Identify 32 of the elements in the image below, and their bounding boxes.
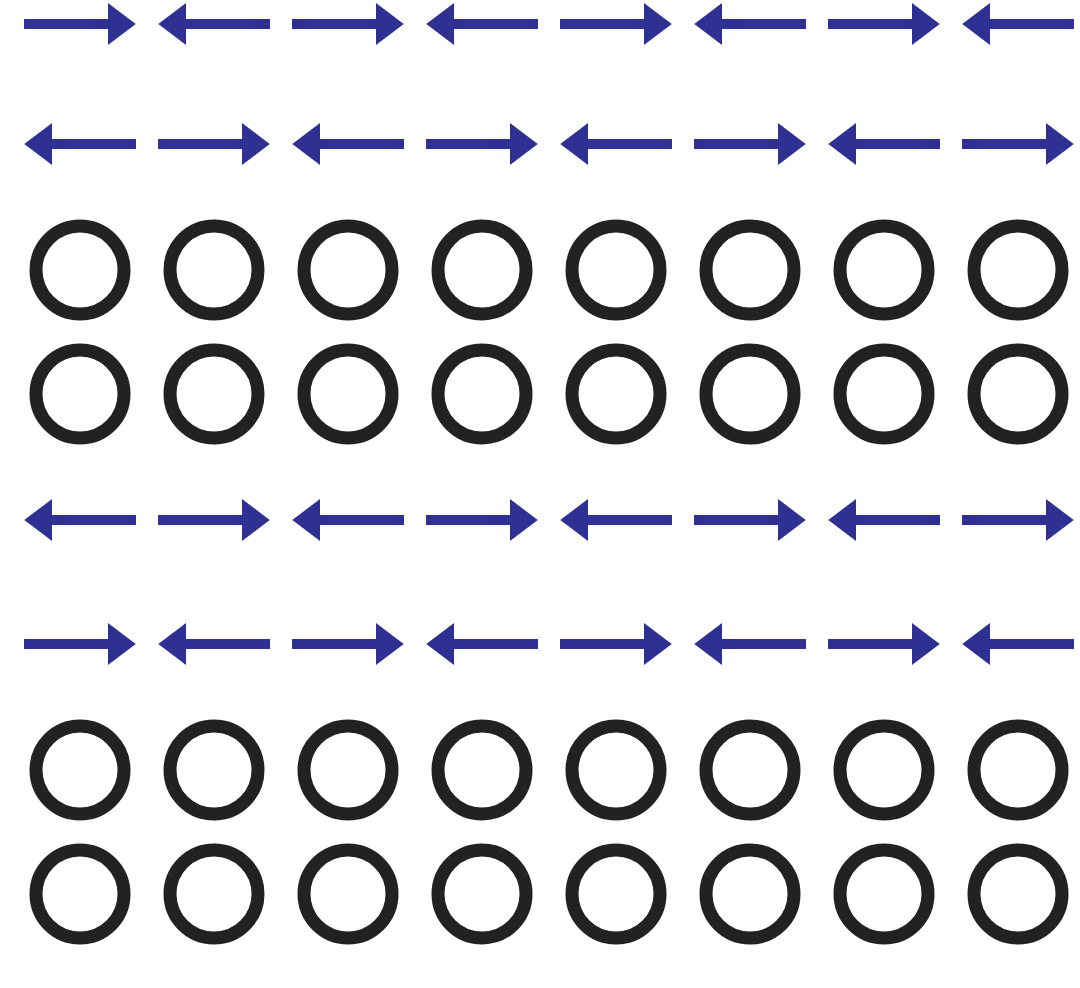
ring xyxy=(833,219,935,321)
ring xyxy=(431,719,533,821)
ring xyxy=(163,343,265,445)
ring xyxy=(565,843,667,945)
ring xyxy=(163,219,265,321)
ring xyxy=(967,219,1069,321)
ring xyxy=(29,343,131,445)
ring xyxy=(833,719,935,821)
ring xyxy=(431,843,533,945)
ring xyxy=(297,843,399,945)
ring xyxy=(699,219,801,321)
ring xyxy=(699,719,801,821)
ring xyxy=(833,343,935,445)
ring xyxy=(565,343,667,445)
ring xyxy=(431,219,533,321)
ring xyxy=(565,719,667,821)
ring xyxy=(967,343,1069,445)
ring xyxy=(699,343,801,445)
ring xyxy=(163,843,265,945)
ring xyxy=(29,219,131,321)
ring xyxy=(297,719,399,821)
ring xyxy=(29,843,131,945)
ring xyxy=(297,219,399,321)
ring xyxy=(699,843,801,945)
ring xyxy=(565,219,667,321)
ring xyxy=(967,719,1069,821)
ring xyxy=(967,843,1069,945)
ring xyxy=(29,719,131,821)
ring xyxy=(297,343,399,445)
ring xyxy=(163,719,265,821)
ring xyxy=(833,843,935,945)
ring xyxy=(431,343,533,445)
